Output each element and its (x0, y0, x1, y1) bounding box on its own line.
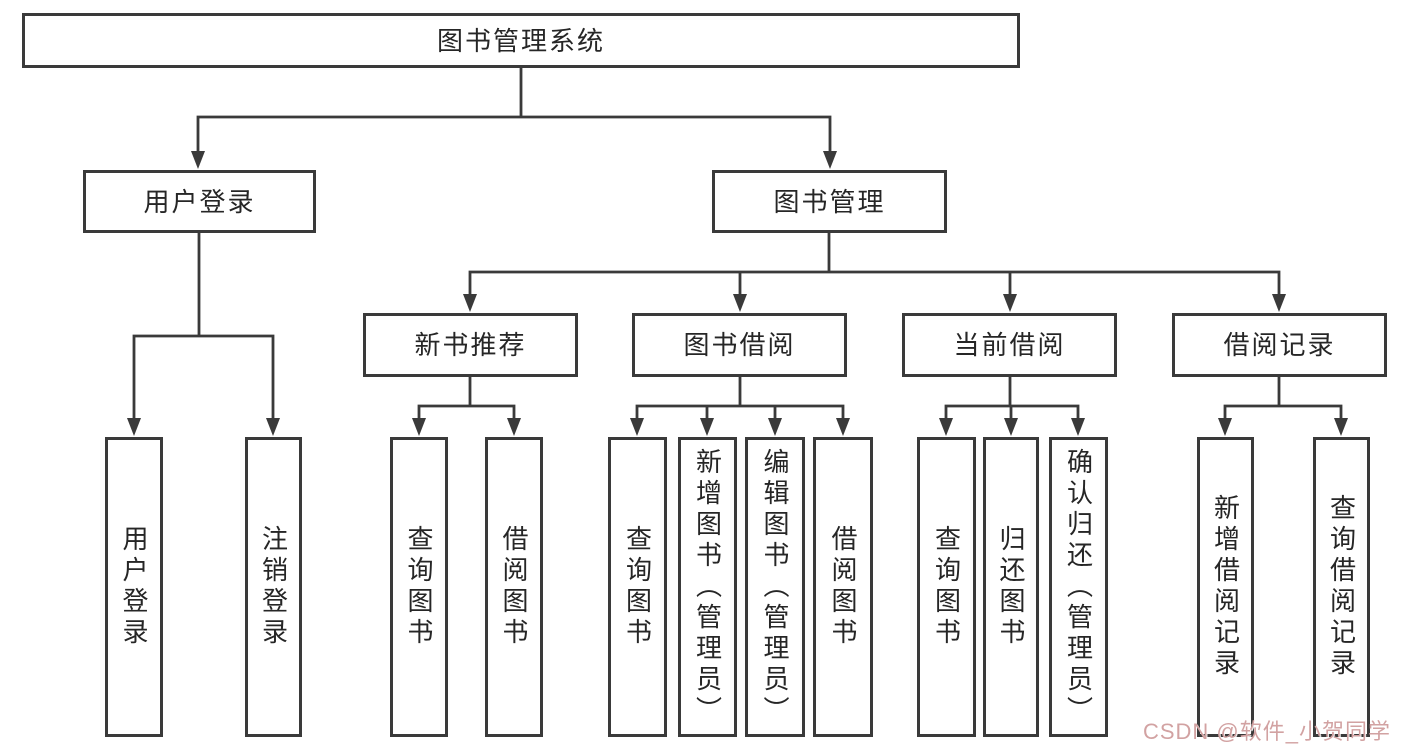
node-leaf-user-login: 用户登录 (105, 437, 163, 737)
node-leaf-query-borrow-record: 查询借阅记录 (1313, 437, 1370, 737)
node-leaf-add-book-admin-label: 新增图书（管理员） (692, 447, 723, 727)
csdn-watermark: CSDN @软件_小贺同学 (1142, 719, 1391, 744)
node-leaf-logout-label: 注销登录 (258, 525, 289, 649)
node-user-login: 用户登录 (83, 170, 316, 233)
node-leaf-edit-book-admin-label: 编辑图书（管理员） (760, 447, 790, 727)
node-leaf-recommend-query-books: 查询图书 (390, 437, 448, 737)
node-borrowing-records: 借阅记录 (1172, 313, 1387, 377)
node-leaf-add-borrow-record: 新增借阅记录 (1197, 437, 1254, 737)
node-book-borrowing-label: 图书借阅 (683, 330, 796, 360)
node-leaf-confirm-return-admin-label: 确认归还（管理员） (1063, 447, 1094, 727)
node-leaf-user-login-label: 用户登录 (119, 525, 149, 649)
node-book-borrowing: 图书借阅 (632, 313, 847, 377)
node-leaf-current-query-books-label: 查询图书 (931, 525, 962, 649)
node-leaf-borrow-query-books: 查询图书 (608, 437, 667, 737)
node-leaf-recommend-query-books-label: 查询图书 (404, 525, 434, 649)
node-library-system-label: 图书管理系统 (436, 25, 605, 56)
node-new-book-recommend: 新书推荐 (363, 313, 578, 377)
node-book-management-label: 图书管理 (773, 186, 886, 217)
node-current-borrowing-label: 当前借阅 (953, 330, 1066, 360)
node-leaf-confirm-return-admin: 确认归还（管理员） (1049, 437, 1108, 737)
node-leaf-borrow-books-label: 借阅图书 (828, 525, 858, 649)
node-borrowing-records-label: 借阅记录 (1223, 330, 1336, 360)
node-leaf-return-books-label: 归还图书 (996, 525, 1026, 649)
node-library-system: 图书管理系统 (22, 13, 1020, 68)
node-user-login-label: 用户登录 (143, 186, 256, 217)
node-leaf-edit-book-admin: 编辑图书（管理员） (745, 437, 805, 737)
node-leaf-add-borrow-record-label: 新增借阅记录 (1210, 494, 1241, 680)
node-leaf-recommend-borrow-books: 借阅图书 (485, 437, 543, 737)
node-leaf-recommend-borrow-books-label: 借阅图书 (499, 525, 529, 649)
node-book-management: 图书管理 (712, 170, 947, 233)
node-leaf-return-books: 归还图书 (983, 437, 1039, 737)
node-leaf-borrow-books: 借阅图书 (813, 437, 873, 737)
node-current-borrowing: 当前借阅 (902, 313, 1117, 377)
node-leaf-borrow-query-books-label: 查询图书 (622, 525, 653, 649)
node-leaf-query-borrow-record-label: 查询借阅记录 (1326, 494, 1357, 680)
node-leaf-add-book-admin: 新增图书（管理员） (678, 437, 737, 737)
node-new-book-recommend-label: 新书推荐 (414, 330, 527, 360)
node-leaf-logout: 注销登录 (245, 437, 302, 737)
node-leaf-current-query-books: 查询图书 (917, 437, 976, 737)
